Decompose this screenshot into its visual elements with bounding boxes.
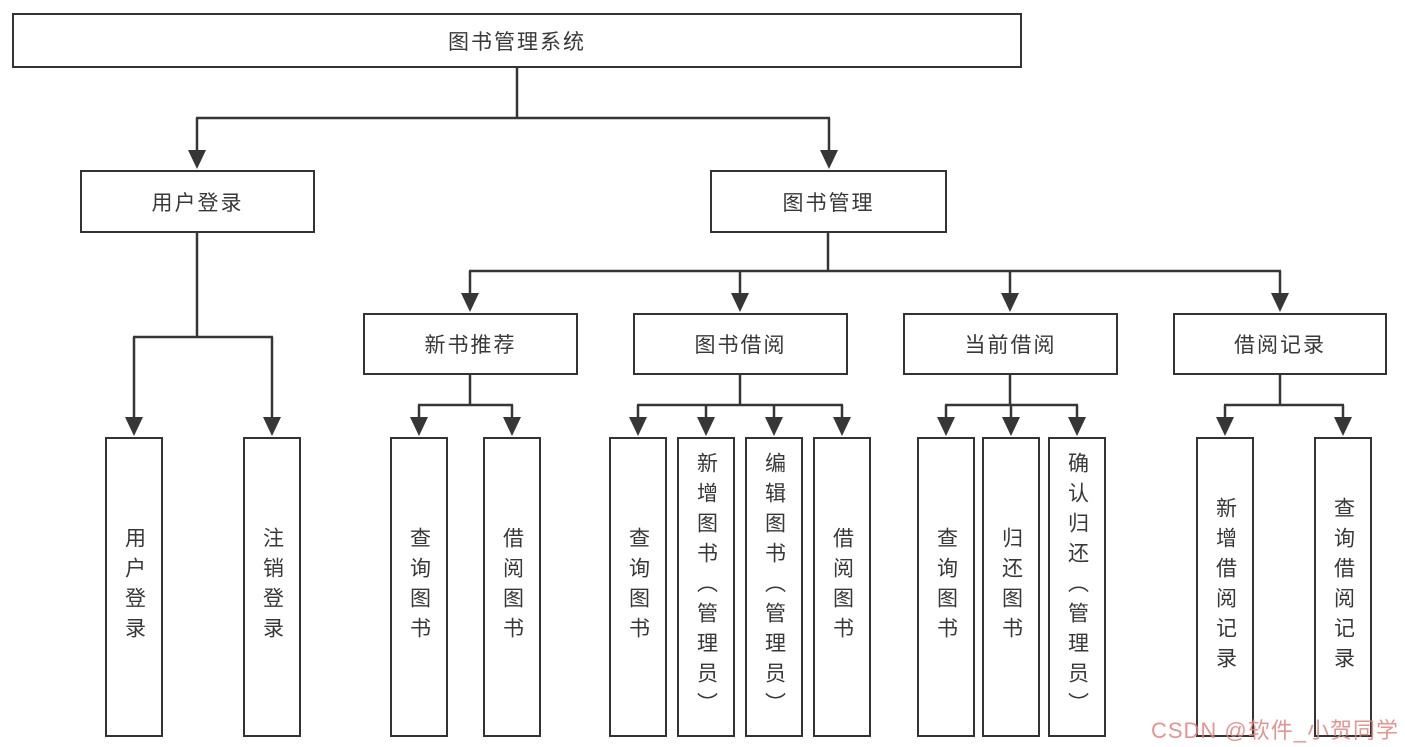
node-user-login: 用户登录 <box>80 170 315 233</box>
node-library-management-system: 图书管理系统 <box>12 13 1022 68</box>
node-borrow-records: 借阅记录 <box>1173 313 1387 375</box>
node-leaf-edit-book-admin: 编辑图书（管理员） <box>745 437 803 737</box>
node-leaf-add-borrow-record: 新增借阅记录 <box>1196 437 1254 737</box>
node-leaf-return-book: 归还图书 <box>982 437 1040 737</box>
node-current-borrow: 当前借阅 <box>903 313 1118 375</box>
node-book-borrow: 图书借阅 <box>633 313 848 375</box>
node-leaf-borrow-books: 借阅图书 <box>813 437 871 737</box>
node-leaf-add-book-admin: 新增图书（管理员） <box>677 437 735 737</box>
node-book-management: 图书管理 <box>710 170 947 233</box>
node-leaf-query-books-borrow: 查询图书 <box>609 437 667 737</box>
node-leaf-query-books-current: 查询图书 <box>917 437 975 737</box>
arrowheads <box>125 150 1352 436</box>
node-leaf-query-borrow-record: 查询借阅记录 <box>1314 437 1372 737</box>
csdn-watermark: CSDN @软件_小贺同学 <box>1150 718 1399 743</box>
node-leaf-borrow-books-recommend: 借阅图书 <box>483 437 541 737</box>
node-new-book-recommend: 新书推荐 <box>363 313 578 375</box>
node-leaf-confirm-return-admin: 确认归还（管理员） <box>1048 437 1106 737</box>
node-leaf-logout: 注销登录 <box>243 437 301 737</box>
node-leaf-query-books-recommend: 查询图书 <box>390 437 448 737</box>
node-leaf-user-login: 用户登录 <box>105 437 163 737</box>
